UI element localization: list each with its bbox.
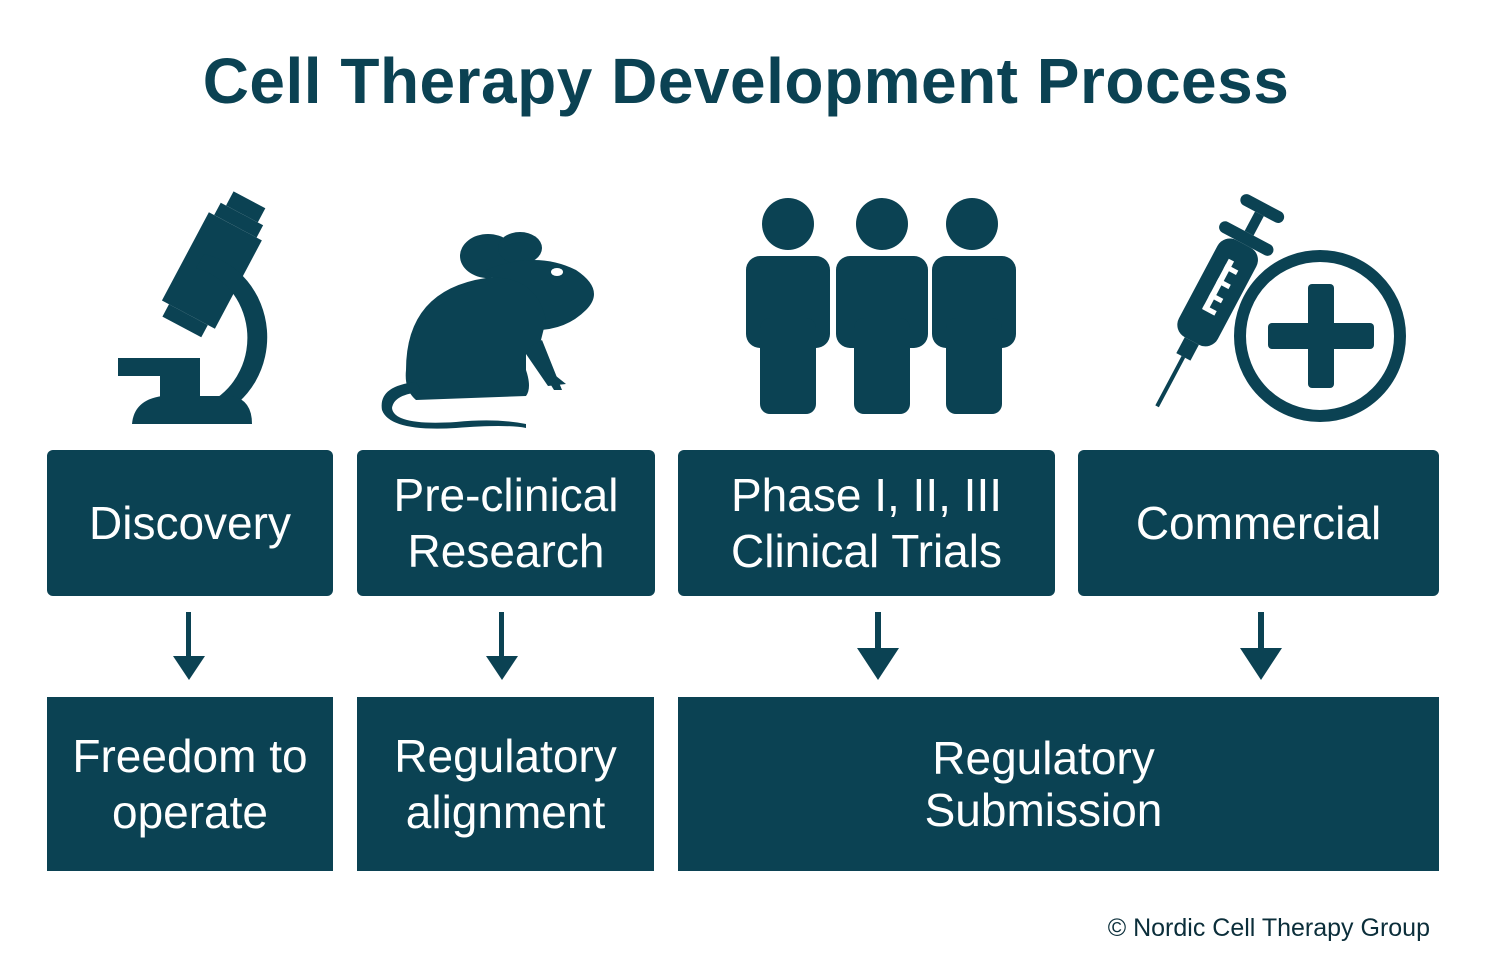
stage-label-line: Pre-clinical [393, 469, 619, 521]
arrow-down-icon [857, 612, 899, 680]
outcome-label-line: Submission [924, 784, 1163, 836]
stage-label-line: Commercial [1135, 497, 1382, 549]
people-group-icon [746, 198, 1016, 414]
outcome-label-line: Freedom to [72, 730, 308, 782]
outcome-label-line: operate [111, 786, 268, 838]
arrow-down-icon [486, 612, 518, 680]
outcome-label-line: alignment [405, 786, 606, 838]
stage-discovery: Discovery [47, 450, 333, 596]
arrow-down-icon [1240, 612, 1282, 680]
mouse-icon [381, 232, 594, 429]
stage-label-line: Phase I, II, III [730, 469, 1002, 521]
outcome-regulatory-submission: Regulatory Submission [678, 697, 1439, 871]
outcome-label-line: Regulatory [394, 730, 617, 782]
stage-label-line: Clinical Trials [731, 525, 1002, 577]
microscope-icon [118, 191, 268, 424]
outcome-label-line: Regulatory [932, 732, 1155, 784]
stage-label-line: Research [407, 525, 605, 577]
arrow-down-icon [173, 612, 205, 680]
outcome-regulatory-alignment: Regulatory alignment [357, 697, 654, 871]
syringe-medical-cross-icon [1155, 194, 1406, 422]
copyright-credit: © Nordic Cell Therapy Group [1107, 914, 1430, 942]
stage-preclinical-research: Pre-clinical Research [357, 450, 655, 596]
page-title: Cell Therapy Development Process [202, 45, 1290, 117]
stage-label-line: Discovery [89, 497, 291, 549]
stage-clinical-trials: Phase I, II, III Clinical Trials [678, 450, 1055, 596]
outcome-freedom-to-operate: Freedom to operate [47, 697, 333, 871]
stage-commercial: Commercial [1078, 450, 1439, 596]
